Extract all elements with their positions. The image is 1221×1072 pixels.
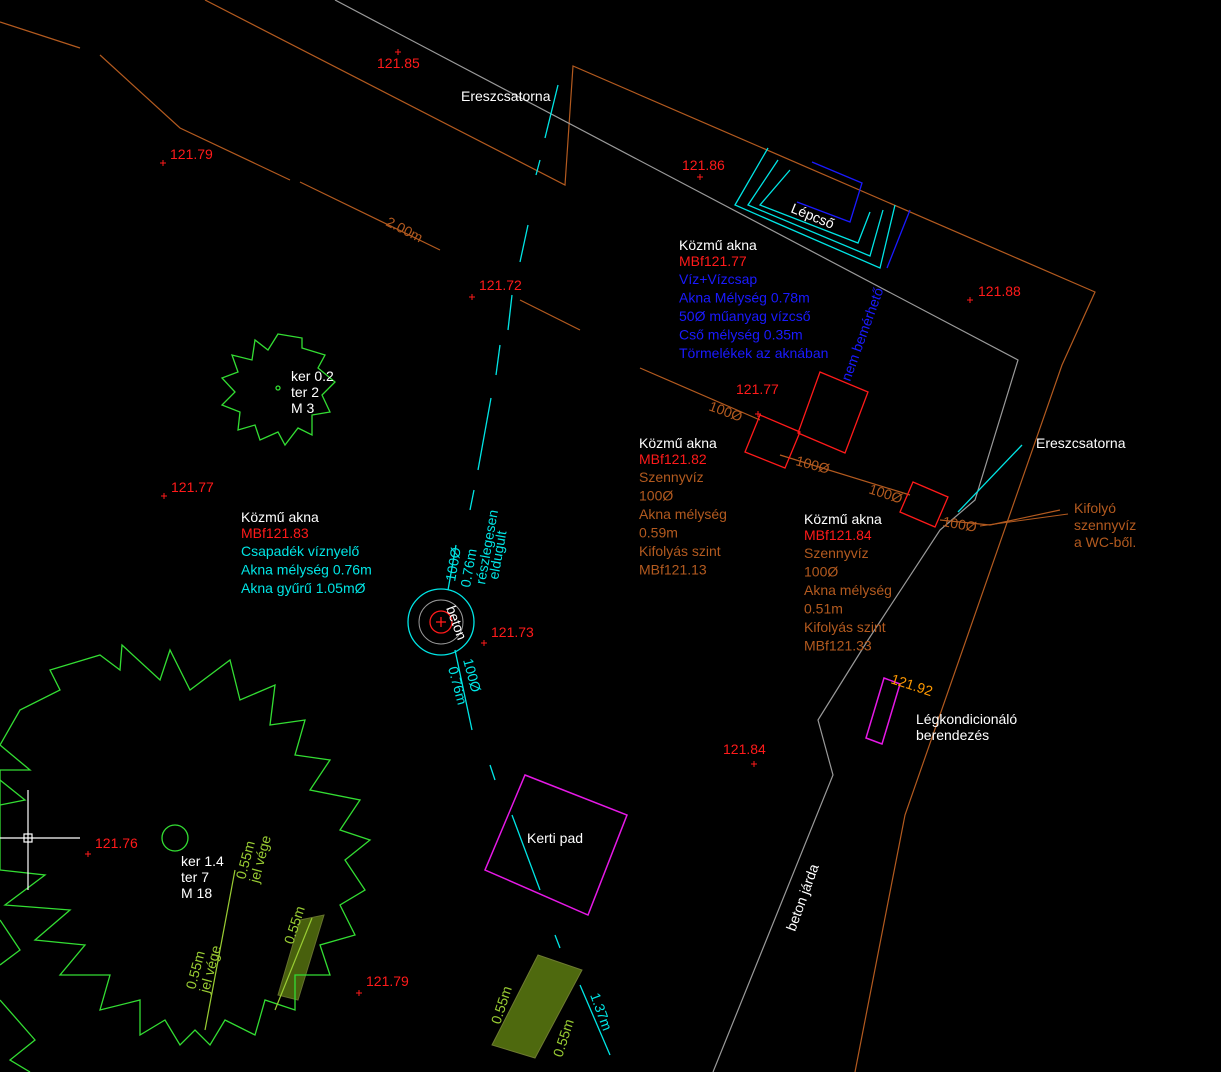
ac-unit [865,677,901,745]
elevation-label: 121.72 [479,277,522,293]
annotation-line: berendezés [916,727,989,743]
manhole-mbf: MBf121.77 [679,253,747,269]
elevation-label: 121.76 [95,835,138,851]
tree-label-line: ker 0.2 [291,368,334,384]
gutter-label-top: Ereszcsatorna [461,88,551,104]
pipe-dia-label-d: 100Ø [941,513,978,535]
manhole-detail: 0.59m [639,525,678,541]
elevation-label: 121.88 [978,283,1021,299]
manhole-detail: 0.51m [804,601,843,617]
small-tree-canopy [220,333,336,447]
tree-dimension-lines [204,869,313,1031]
manhole-detail: Akna mélység [804,582,892,598]
manhole-detail: Szennyvíz [639,469,704,485]
manhole-title: Közmű akna [679,237,757,253]
annotation-line: Kifolyó [1074,500,1116,516]
annotation-line: Légkondicionáló [916,711,1017,727]
manhole-detail: Akna gyűrű 1.05mØ [241,580,366,596]
pipe-dia-upper: 100Ø [442,546,464,583]
manhole-detail: MBf121.13 [639,562,707,578]
tree-label-line: ker 1.4 [181,853,224,869]
manhole-detail: Akna mélység 0.76m [241,562,372,578]
elevation-label: 121.86 [682,157,725,173]
manhole-detail: Törmelékek az aknában [679,345,828,361]
stairs [734,147,911,269]
manhole-detail: 100Ø [639,488,673,504]
elevation-label: 121.73 [491,624,534,640]
manhole-detail: MBf121.33 [804,638,872,654]
garden-bench-label: Kerti pad [527,830,583,846]
manhole-mbf: MBf121.84 [804,527,872,543]
manhole-detail: Csapadék víznyelő [241,543,360,559]
gutter-label-right: Ereszcsatorna [1036,435,1126,451]
manhole-detail: Kifolyás szint [804,619,886,635]
manhole-detail: Víz+Vízcsap [679,271,757,287]
elevation-label: 121.79 [366,973,409,989]
manhole-detail: 50Ø műanyag vízcső [679,308,811,324]
annotation-line: szennyvíz [1074,517,1136,533]
manhole-detail: Kifolyás szint [639,543,721,559]
manhole-mbf: MBf121.82 [639,451,707,467]
sewer-line [0,21,1061,526]
manhole-title: Közmű akna [639,435,717,451]
manhole-detail: 100Ø [804,564,838,580]
manhole-detail: Cső mélység 0.35m [679,327,803,343]
point-markers [85,49,973,996]
manhole-title: Közmű akna [241,509,319,525]
crosshair-cursor [0,790,80,890]
manhole-mbf: MBf121.83 [241,525,309,541]
tree-label-line: ter 7 [181,869,209,885]
tree-label-line: ter 2 [291,384,319,400]
storm-drain-line [447,84,1023,1056]
manhole-detail: Szennyvíz [804,545,869,561]
tree-label-line: M 3 [291,400,315,416]
elevation-label: 121.85 [377,55,420,71]
storm-drain-well [407,588,475,656]
large-tree-canopy [0,643,372,1072]
manhole-detail: Akna mélység [639,506,727,522]
garden-bench [484,774,628,916]
elevation-labels: 121.85 121.79 121.86 121.72 121.88 121.77 121.… [95,55,1021,989]
pipe-depth-upper: 0.76m [457,547,480,588]
annotation-line: a WC-ből. [1074,534,1136,550]
drain-note-leader [979,513,1069,527]
elevation-label: 121.77 [736,381,779,397]
elevation-label: 121.77 [171,479,214,495]
tree-label-line: M 18 [181,885,212,901]
elevation-label: 121.79 [170,146,213,162]
elevation-label: 121.84 [723,741,766,757]
manhole-boxes [429,371,949,634]
manhole-detail: Akna Mélység 0.78m [679,290,810,306]
building-outline [204,0,1096,1072]
concrete-slab [277,914,583,1059]
eaves-line [334,0,1019,1072]
manhole-title: Közmű akna [804,511,882,527]
